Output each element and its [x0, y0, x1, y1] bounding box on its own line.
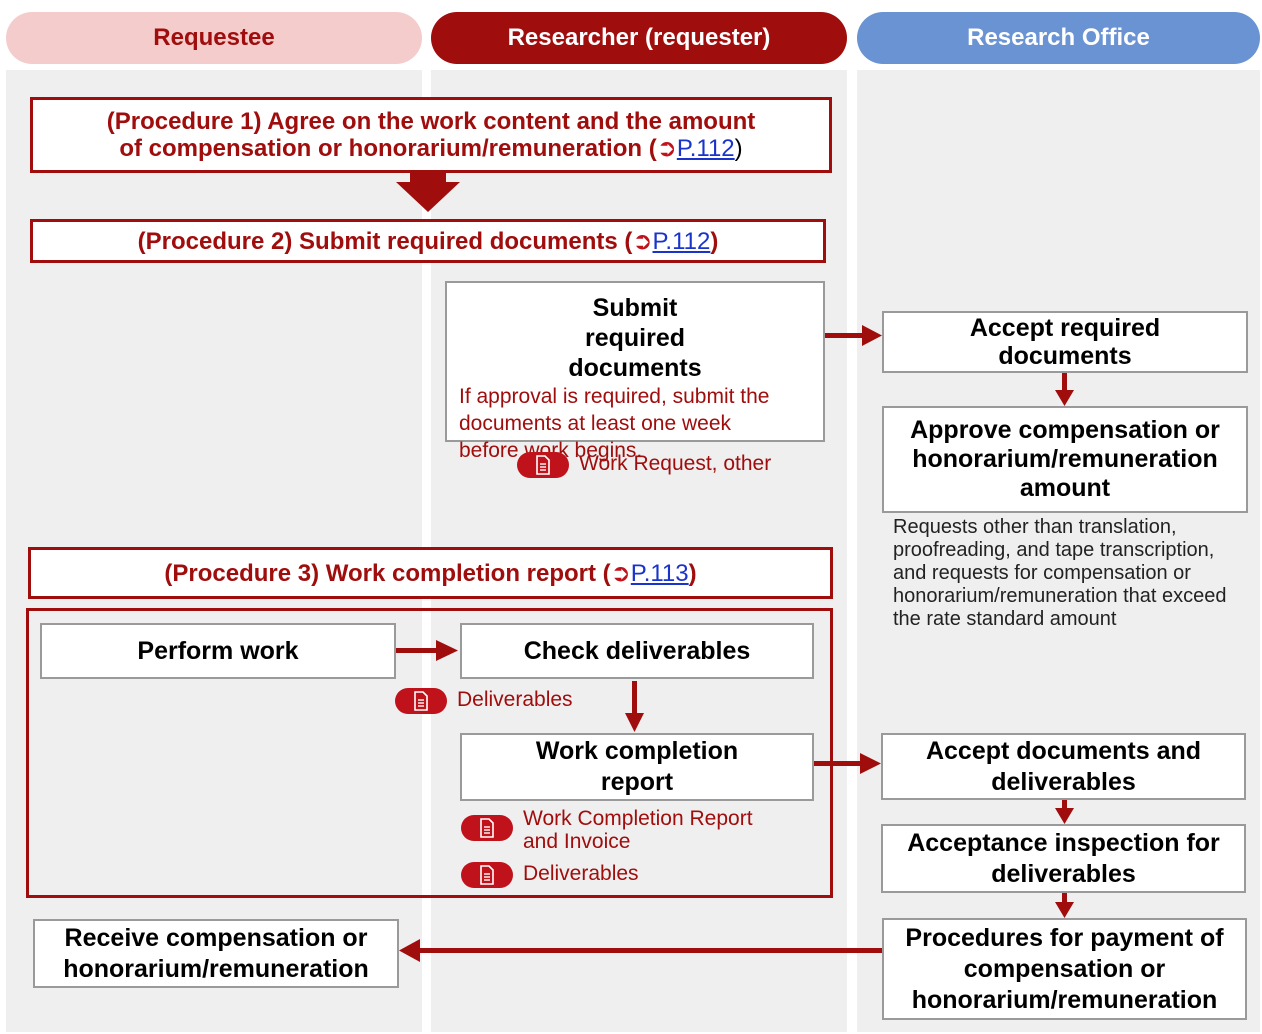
procedure-1-line2: of compensation or honorarium/remunerati…: [119, 135, 657, 162]
work-completion-label: Work completion report: [535, 737, 739, 796]
procedure-2-label: (Procedure 2) Submit required documents …: [137, 227, 633, 255]
arrow-submit-to-accept: [824, 325, 882, 346]
payment-procedures-box: Procedures for payment of compensation o…: [882, 918, 1247, 1020]
approve-box: Approve compensation or honorarium/remun…: [882, 406, 1248, 513]
approve-note: Requests other than translation, proofre…: [893, 516, 1227, 630]
submit-docs-note: If approval is required, submit the docu…: [459, 385, 770, 462]
hand-pointer-icon: ➲: [610, 559, 631, 587]
document-icon: [517, 452, 569, 478]
document-icon: [395, 688, 447, 714]
lane-header-research-office: Research Office: [857, 12, 1260, 64]
procedure-1-line1: (Procedure 1) Agree on the work content …: [106, 108, 756, 135]
deliverables-doc-1-label: Deliverables: [457, 688, 573, 711]
accept-docs-box: Accept required documents: [882, 311, 1248, 373]
receive-box: Receive compensation or honorarium/remun…: [33, 919, 399, 988]
document-icon: [461, 815, 513, 841]
perform-work-label: Perform work: [137, 637, 299, 665]
procedure-1-box: (Procedure 1) Agree on the work content …: [30, 97, 832, 173]
arrow-payment-to-receive: [399, 939, 882, 962]
submit-docs-box: Submit required documents If approval is…: [445, 281, 825, 462]
document-icon: [461, 862, 513, 888]
arrow-completion-to-accept: [814, 753, 881, 774]
deliverables-doc-1: Deliverables: [395, 688, 625, 714]
arrow-accept-to-approve: [1055, 373, 1074, 406]
accept-docs-deliverables-box: Accept documents and deliverables: [881, 733, 1246, 800]
work-request-doc: Work Request, other: [517, 452, 837, 478]
work-completion-box: Work completion report: [460, 733, 814, 801]
arrow-accept-to-inspection: [1055, 800, 1074, 824]
perform-work-box: Perform work: [40, 623, 396, 679]
hand-pointer-icon: ➲: [632, 227, 653, 255]
receive-label: Receive compensation or honorarium/remun…: [63, 923, 369, 983]
procedure-2-page-link[interactable]: P.112: [652, 227, 711, 255]
acceptance-inspection-label: Acceptance inspection for deliverables: [907, 828, 1220, 888]
procedure-1-page-link[interactable]: P.112: [676, 135, 735, 162]
procedure-3-group: [26, 608, 833, 898]
completion-doc-deliverables-label: Deliverables: [523, 862, 639, 885]
approve-label: Approve compensation or honorarium/remun…: [910, 416, 1220, 502]
big-down-arrow: [396, 170, 460, 212]
procedure-3-close: ): [688, 559, 697, 587]
procedure-3-box: (Procedure 3) Work completion report (➲P…: [28, 547, 833, 599]
lane-header-researcher: Researcher (requester): [431, 12, 847, 64]
procedure-3-page-link[interactable]: P.113: [630, 559, 689, 587]
payment-procedures-label: Procedures for payment of compensation o…: [905, 923, 1224, 1014]
procedure-3-label: (Procedure 3) Work completion report (: [164, 559, 611, 587]
completion-doc-invoice: Work Completion Report and Invoice: [461, 807, 801, 853]
completion-doc-invoice-label: Work Completion Report and Invoice: [523, 807, 753, 853]
completion-doc-deliverables: Deliverables: [461, 862, 761, 888]
check-deliverables-label: Check deliverables: [523, 637, 751, 665]
lane-header-requestee: Requestee: [6, 12, 422, 64]
procedure-2-close: ): [710, 227, 719, 255]
hand-pointer-icon: ➲: [656, 135, 677, 162]
arrow-check-to-completion: [625, 681, 644, 732]
arrow-inspection-to-payment: [1055, 893, 1074, 918]
acceptance-inspection-box: Acceptance inspection for deliverables: [881, 824, 1246, 893]
work-request-doc-label: Work Request, other: [579, 452, 772, 475]
procedure-2-box: (Procedure 2) Submit required documents …: [30, 219, 826, 263]
accept-docs-label: Accept required documents: [969, 314, 1161, 370]
check-deliverables-box: Check deliverables: [460, 623, 814, 679]
arrow-perform-to-check: [396, 640, 458, 661]
procedure-1-close: ): [734, 135, 743, 162]
accept-docs-deliverables-label: Accept documents and deliverables: [925, 736, 1202, 796]
submit-docs-title: Submit required documents: [568, 294, 702, 382]
